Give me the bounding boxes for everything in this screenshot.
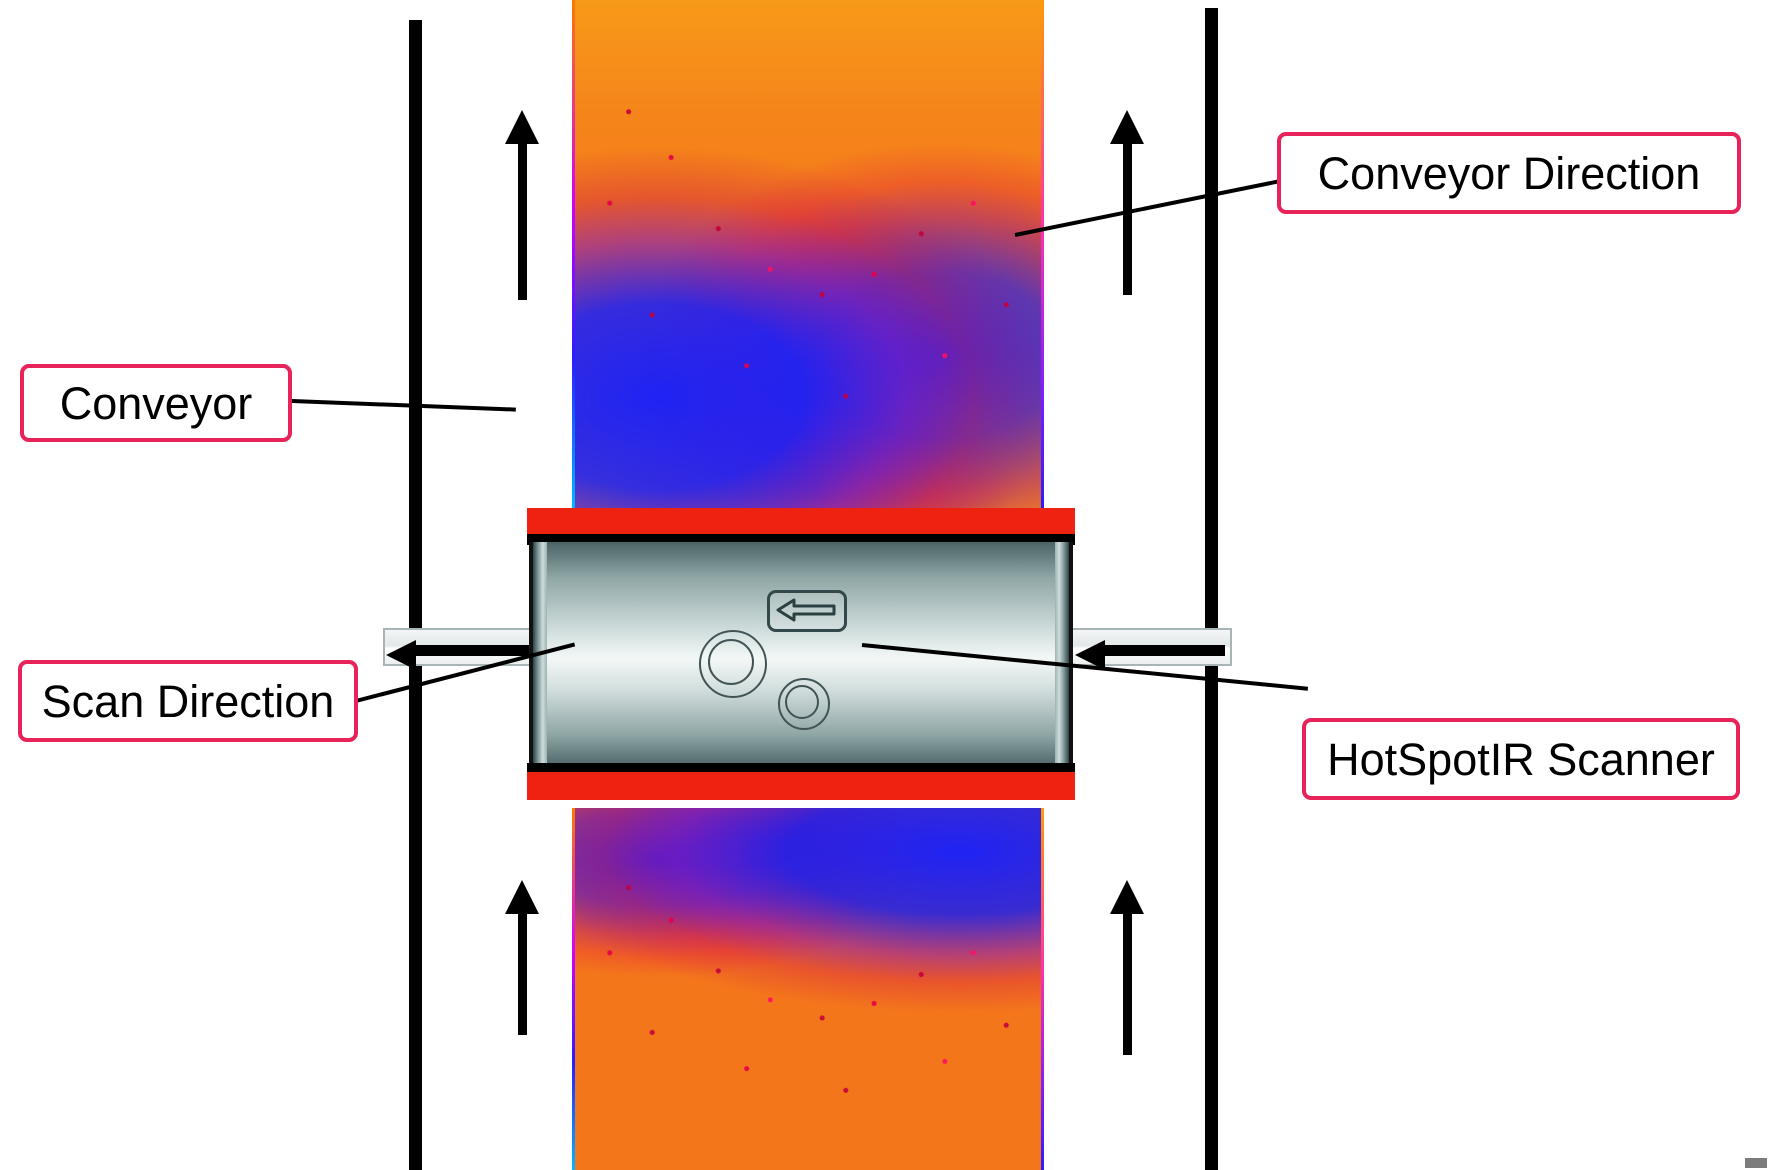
arrow-shaft [1123, 136, 1132, 295]
conveyor-direction-arrow-icon [1110, 880, 1144, 1055]
scan-direction-arrow-icon [1075, 640, 1225, 670]
arrow-head [1075, 640, 1105, 670]
arrow-shaft [412, 645, 540, 656]
conveyor-rail-right [1205, 8, 1218, 1170]
arrow-head [386, 640, 416, 670]
leader-line-conveyor-direction [1014, 179, 1279, 237]
scan-direction-arrow-icon [386, 640, 540, 670]
callout-label: HotSpotIR Scanner [1327, 733, 1715, 785]
callout-label: Scan Direction [41, 675, 335, 727]
callout-label: Conveyor [59, 377, 253, 429]
scanner-rim-bottom [527, 763, 1075, 774]
belt-edge-left [572, 808, 575, 1170]
left-arrow-icon [776, 598, 836, 622]
thermal-belt-top [572, 0, 1044, 508]
scanner-end-cap-left [529, 542, 547, 766]
conveyor-direction-arrow-icon [505, 880, 539, 1035]
scanner-body [527, 508, 1075, 800]
arrow-shaft [1101, 645, 1225, 656]
callout-hotspotir-scanner: HotSpotIR Scanner [1302, 718, 1740, 800]
scanner-direction-badge [767, 590, 847, 632]
arrow-shaft [518, 136, 527, 300]
scanner-band-bottom [527, 772, 1075, 800]
leader-line-conveyor [291, 399, 516, 412]
scanner-barrel [529, 542, 1073, 766]
thermal-gradient [572, 808, 1044, 1170]
scanner-band-top [527, 508, 1075, 536]
arrow-shaft [1123, 906, 1132, 1055]
scanner-lens-primary [699, 630, 767, 698]
callout-scan-direction: Scan Direction [18, 660, 358, 742]
conveyor-direction-arrow-icon [505, 110, 539, 300]
scanner-rim-top [527, 534, 1075, 545]
corner-artifact [1745, 1158, 1767, 1168]
callout-conveyor-direction: Conveyor Direction [1277, 132, 1741, 214]
belt-edge-left [572, 0, 575, 508]
scanner-lens-secondary [778, 678, 830, 730]
thermal-gradient [572, 0, 1044, 508]
conveyor-direction-arrow-icon [1110, 110, 1144, 295]
thermal-belt-bottom [572, 808, 1044, 1170]
callout-label: Conveyor Direction [1317, 147, 1701, 199]
conveyor-rail-left [409, 20, 422, 1170]
callout-conveyor: Conveyor [20, 364, 292, 442]
arrow-shaft [518, 906, 527, 1035]
scanner-end-cap-right [1055, 542, 1073, 766]
belt-edge-right [1041, 0, 1044, 508]
belt-edge-right [1041, 808, 1044, 1170]
